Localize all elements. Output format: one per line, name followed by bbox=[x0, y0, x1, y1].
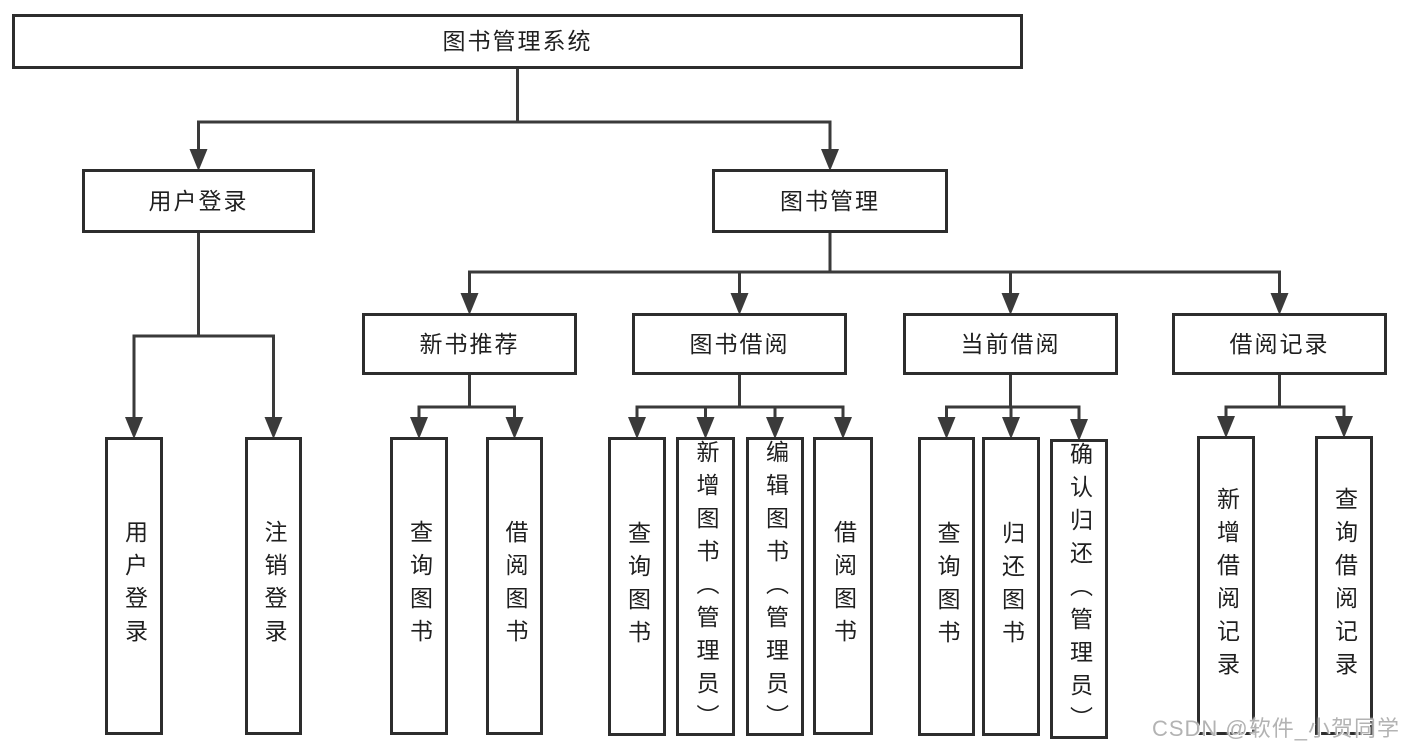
node-label: 新增借阅记录 bbox=[1213, 486, 1240, 685]
arrowhead-icon bbox=[264, 417, 283, 439]
arrowhead-icon bbox=[1001, 293, 1020, 315]
node-cb-confirm-return: 确认归还（管理员） bbox=[1050, 439, 1108, 739]
node-label: 编辑图书（管理员） bbox=[762, 440, 789, 737]
node-label: 确认归还（管理员） bbox=[1066, 442, 1093, 739]
node-label: 当前借阅 bbox=[960, 330, 1061, 357]
node-br-add-record: 新增借阅记录 bbox=[1197, 436, 1255, 735]
arrowhead-icon bbox=[125, 417, 143, 439]
arrowhead-icon bbox=[937, 417, 956, 439]
arrowhead-icon bbox=[730, 293, 749, 315]
arrowhead-icon bbox=[821, 149, 839, 171]
node-bb-add-books: 新增图书（管理员） bbox=[676, 437, 735, 737]
node-login: 用户登录 bbox=[105, 437, 163, 735]
node-label: 查询借阅记录 bbox=[1331, 486, 1358, 685]
node-new-book-recommend: 新书推荐 bbox=[362, 313, 577, 375]
node-user-login-menu: 用户登录 bbox=[82, 169, 315, 233]
arrowhead-icon bbox=[460, 293, 479, 315]
arrowhead-icon bbox=[1070, 419, 1088, 441]
node-label: 查询图书 bbox=[624, 520, 651, 653]
node-label: 图书管理系统 bbox=[442, 28, 593, 54]
node-label: 图书借阅 bbox=[689, 330, 790, 357]
node-logout: 注销登录 bbox=[245, 437, 302, 735]
node-root: 图书管理系统 bbox=[12, 14, 1023, 69]
node-label: 新书推荐 bbox=[419, 330, 520, 357]
arrowhead-icon bbox=[696, 417, 715, 439]
node-bb-borrow-books: 借阅图书 bbox=[813, 437, 873, 735]
arrowhead-icon bbox=[1217, 416, 1235, 438]
node-label: 用户登录 bbox=[121, 520, 148, 652]
arrowhead-icon bbox=[1270, 293, 1289, 315]
node-label: 查询图书 bbox=[406, 520, 433, 652]
arrowhead-icon bbox=[189, 149, 208, 171]
arrowhead-icon bbox=[834, 417, 852, 439]
node-book-borrowing: 图书借阅 bbox=[632, 313, 847, 375]
node-bb-edit-books: 编辑图书（管理员） bbox=[746, 437, 804, 737]
node-borrowing-records: 借阅记录 bbox=[1172, 313, 1387, 375]
node-current-borrowing: 当前借阅 bbox=[903, 313, 1118, 375]
node-label: 图书管理 bbox=[780, 187, 880, 214]
arrowhead-icon bbox=[1002, 417, 1020, 439]
node-label: 注销登录 bbox=[261, 520, 287, 652]
node-label: 用户登录 bbox=[148, 187, 249, 214]
node-label: 归还图书 bbox=[998, 520, 1025, 653]
node-label: 新增图书（管理员） bbox=[693, 440, 719, 737]
node-label: 借阅记录 bbox=[1229, 330, 1330, 357]
node-bb-query-books: 查询图书 bbox=[608, 437, 666, 736]
arrowhead-icon bbox=[766, 417, 784, 439]
node-br-query-record: 查询借阅记录 bbox=[1315, 436, 1373, 735]
arrowhead-icon bbox=[1335, 416, 1353, 438]
node-label: 查询图书 bbox=[934, 520, 960, 653]
node-label: 借阅图书 bbox=[830, 520, 857, 652]
node-cb-return-books: 归还图书 bbox=[982, 437, 1040, 736]
node-label: 借阅图书 bbox=[502, 520, 528, 652]
csdn-watermark: CSDN @软件_小贺同学 bbox=[1151, 716, 1400, 741]
arrowhead-icon bbox=[505, 417, 524, 439]
node-cb-query-books: 查询图书 bbox=[918, 437, 975, 736]
node-nb-query-books: 查询图书 bbox=[390, 437, 448, 735]
node-book-management: 图书管理 bbox=[712, 169, 948, 233]
arrowhead-icon bbox=[410, 417, 428, 439]
node-nb-borrow-books: 借阅图书 bbox=[486, 437, 543, 735]
arrowhead-icon bbox=[628, 417, 646, 439]
